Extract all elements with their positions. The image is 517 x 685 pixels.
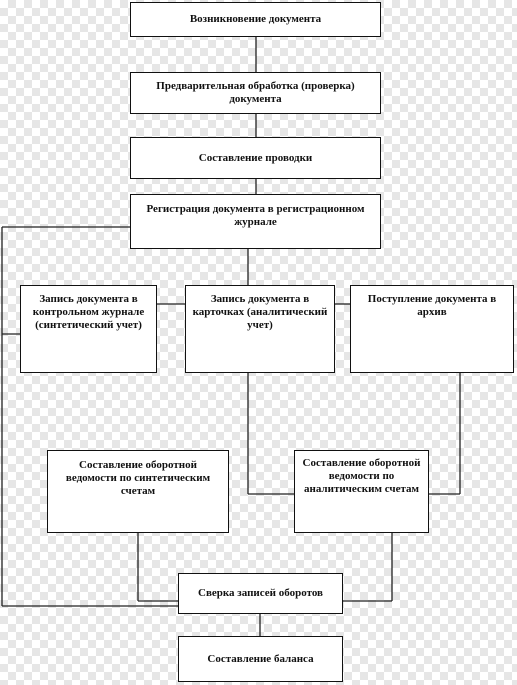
node-origin-label: Возникновение документа (189, 13, 322, 25)
node-registration-label: Регистрация документа в регистрационном … (146, 203, 365, 228)
node-analytic-cards-label: Запись документа в карточках (аналитичес… (192, 293, 328, 331)
node-archive: Поступление документа в архив (350, 285, 514, 373)
node-reconciliation-label: Сверка записей оборотов (198, 587, 323, 599)
node-balance-label: Составление баланса (207, 652, 314, 665)
node-analytic-cards: Запись документа в карточках (аналитичес… (185, 285, 335, 373)
node-synthetic-journal-label: Запись документа в контрольном журнале (… (32, 293, 145, 331)
node-posting-label: Составление проводки (198, 151, 313, 164)
node-preprocessing-label: Предварительная обработка (проверка) док… (156, 80, 355, 105)
node-preprocessing: Предварительная обработка (проверка) док… (130, 72, 381, 114)
node-synthetic-turnover-label: Составление оборотной ведомости по синте… (65, 459, 211, 497)
node-analytic-turnover: Составление оборотной ведомости по анали… (294, 450, 429, 533)
node-registration: Регистрация документа в регистрационном … (130, 194, 381, 249)
node-balance: Составление баланса (178, 636, 343, 682)
node-analytic-turnover-label: Составление оборотной ведомости по анали… (302, 457, 421, 495)
node-reconciliation: Сверка записей оборотов (178, 573, 343, 614)
node-synthetic-journal: Запись документа в контрольном журнале (… (20, 285, 157, 373)
node-origin: Возникновение документа (130, 2, 381, 37)
node-synthetic-turnover: Составление оборотной ведомости по синте… (47, 450, 229, 533)
node-archive-label: Поступление документа в архив (367, 293, 497, 318)
node-posting: Составление проводки (130, 137, 381, 179)
